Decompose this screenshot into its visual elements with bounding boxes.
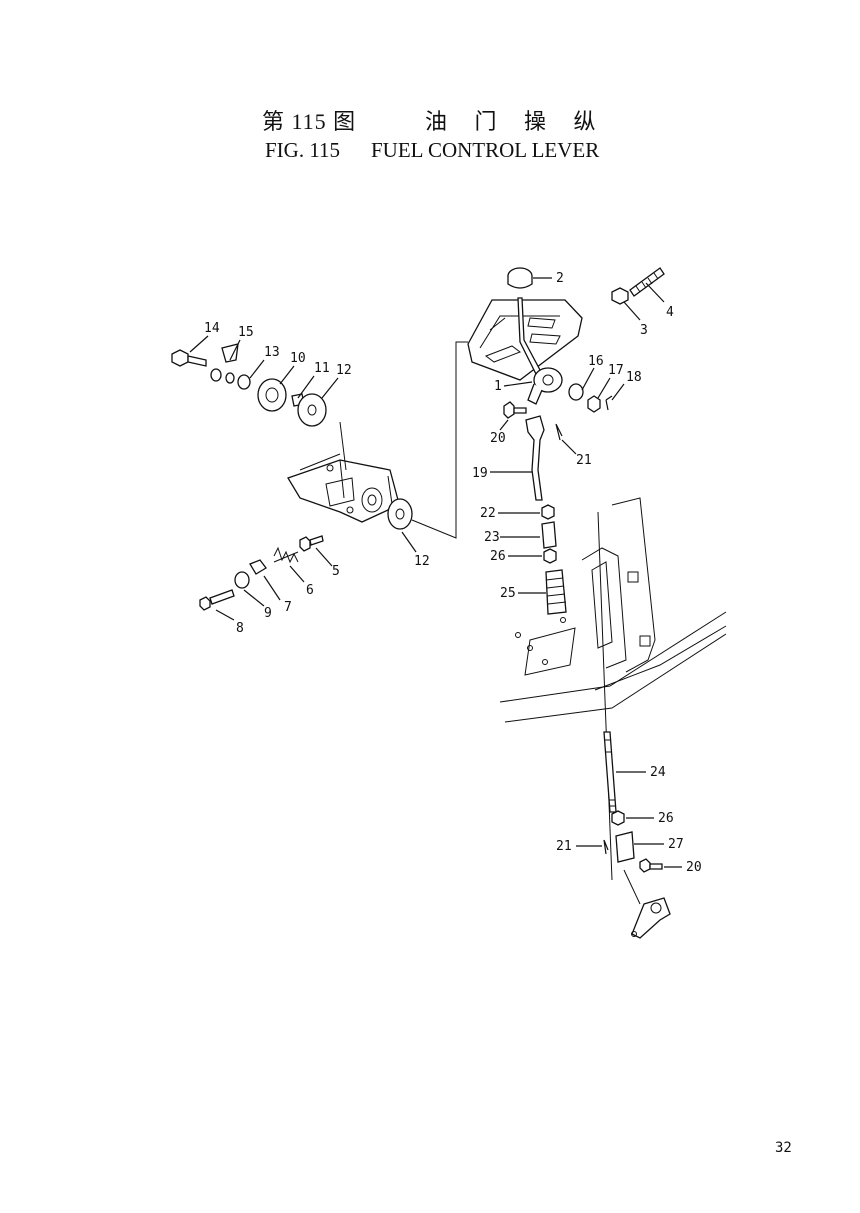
figure-number-en: FIG. 115: [265, 138, 341, 162]
nut-part-26-lower: [611, 810, 625, 826]
bolt-part-8: [199, 589, 235, 611]
floor-panel-outline: [499, 497, 727, 881]
callout-26-lower: 26: [658, 811, 674, 826]
figure-name-cn: 油 门 操 纵: [425, 109, 607, 134]
callout-20-lower: 20: [686, 860, 702, 875]
callout-22: 22: [480, 506, 496, 521]
control-plate: [467, 299, 583, 381]
callout-5: 5: [332, 564, 340, 579]
callout-6: 6: [306, 583, 314, 598]
callout-17: 17: [608, 363, 624, 378]
callout-20-upper: 20: [490, 431, 506, 446]
washer-small: [225, 372, 235, 384]
lever-knob: [507, 267, 533, 289]
bolt-part-14: [171, 349, 207, 367]
callout-19: 19: [472, 466, 488, 481]
sleeve-part-23: [541, 521, 557, 549]
callout-21-upper: 21: [576, 453, 592, 468]
nut-part-26-upper: [543, 548, 557, 564]
callout-18: 18: [626, 370, 642, 385]
callout-21-lower: 21: [556, 839, 572, 854]
nut-part-3: [611, 287, 629, 305]
callout-11: 11: [314, 361, 330, 376]
page-number: 32: [775, 1140, 792, 1156]
callout-25: 25: [500, 586, 516, 601]
lever-pivot: [527, 367, 563, 405]
nut-part-22: [541, 504, 555, 520]
washer-part-13: [237, 374, 251, 390]
callout-10: 10: [290, 351, 306, 366]
bolt-part-20-upper: [503, 401, 527, 419]
bracket-tab-part-15: [221, 343, 239, 363]
assembly-connector-lines: [339, 341, 468, 539]
figure-number-cn: 第 115 图: [262, 109, 357, 134]
washer-part-16: [568, 383, 584, 401]
pulley-part-10: [257, 378, 287, 412]
callout-7: 7: [284, 600, 292, 615]
clevis-part-27: [615, 831, 635, 863]
nut-part-7: [249, 559, 267, 575]
lower-lever-arm: [623, 869, 671, 939]
figure-name-en: FUEL CONTROL LEVER: [371, 138, 600, 162]
cotter-pin-part-18: [605, 395, 613, 411]
callout-16: 16: [588, 354, 604, 369]
callout-4: 4: [666, 305, 674, 320]
bolt-part-20-lower: [639, 858, 663, 873]
callout-12-lower: 12: [414, 554, 430, 569]
link-rod-part-19: [525, 415, 545, 501]
callout-24: 24: [650, 765, 666, 780]
callout-1: 1: [494, 379, 502, 394]
boot-part-25: [545, 569, 567, 615]
callout-3: 3: [640, 323, 648, 338]
cotter-pin-part-21-lower: [603, 839, 609, 855]
callout-15: 15: [238, 325, 254, 340]
callout-2: 2: [556, 271, 564, 286]
callout-27: 27: [668, 837, 684, 852]
stud-part-4: [629, 267, 665, 297]
washer-part-15: [210, 368, 222, 382]
nut-part-17: [587, 395, 601, 413]
bolt-part-5: [299, 535, 324, 552]
callout-23: 23: [484, 530, 500, 545]
washer-part-9: [234, 571, 250, 589]
figure-title-cn: 第 115 图 油 门 操 纵: [262, 104, 596, 136]
callout-13: 13: [264, 345, 280, 360]
callout-26-upper: 26: [490, 549, 506, 564]
callout-9: 9: [264, 606, 272, 621]
bracket-body: [287, 453, 399, 523]
callout-8: 8: [236, 621, 244, 636]
callout-labels: 2 4 3 14 15 13 10 11 12 16 17 18 1 20 21…: [204, 271, 702, 875]
callout-14: 14: [204, 321, 220, 336]
callout-12-upper: 12: [336, 363, 352, 378]
washer-part-12-lower: [387, 498, 413, 530]
cotter-pin-part-21-upper: [555, 423, 563, 441]
spring-part-6: [273, 546, 299, 564]
figure-title-en: FIG. 115 FUEL CONTROL LEVER: [265, 138, 599, 163]
washer-part-12-upper: [297, 393, 327, 427]
callout-leaders: [189, 277, 682, 868]
